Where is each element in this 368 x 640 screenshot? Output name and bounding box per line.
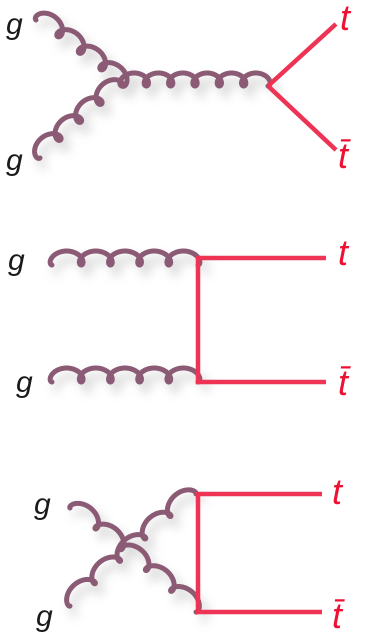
gluon-shadow [37,17,137,98]
diagram-u-channel: g g t t̄ [34,471,346,636]
antitop-quark-label: t̄ [338,362,352,403]
gluon-incoming-top [47,248,203,268]
top-quark-label: t [338,232,350,273]
gluon-shadow [122,77,280,98]
gluon-label-top: g [8,244,25,277]
antitop-quark-line [266,84,338,152]
top-quark-label: t [340,0,352,38]
gluon-incoming-bottom [47,365,203,385]
diagram-s-channel: g g t t̄ [6,0,352,177]
gluon-incoming-top [67,500,202,615]
gluon-label-top: g [6,8,23,41]
antitop-quark-label: t̄ [338,135,352,176]
gluon-label-top: g [34,488,51,521]
gluon-shadow-layer [69,494,209,624]
gluon-incoming-bottom [32,77,126,161]
gluon-shadow [52,255,210,277]
gluon-label-bottom: g [16,366,33,399]
gluon-propagator [117,70,273,89]
gluon-shadow-layer [52,255,210,394]
top-quark-line [195,491,322,553]
gluon-label-bottom: g [36,600,53,633]
antitop-quark-line [195,553,322,615]
gluon-incoming-bottom [64,487,199,609]
gluon-shadow [52,372,210,394]
gluon-shadow-layer [37,17,280,170]
top-quark-line [266,22,338,88]
antitop-quark-label: t̄ [332,595,346,636]
top-quark-line [195,255,326,323]
antitop-quark-line [195,323,326,385]
gluon-shadow [69,494,206,618]
diagram-t-channel: g g t t̄ [8,232,352,403]
top-quark-label: t [332,471,344,512]
gluon-label-bottom: g [6,144,23,177]
gluon-incoming-top [32,10,130,89]
